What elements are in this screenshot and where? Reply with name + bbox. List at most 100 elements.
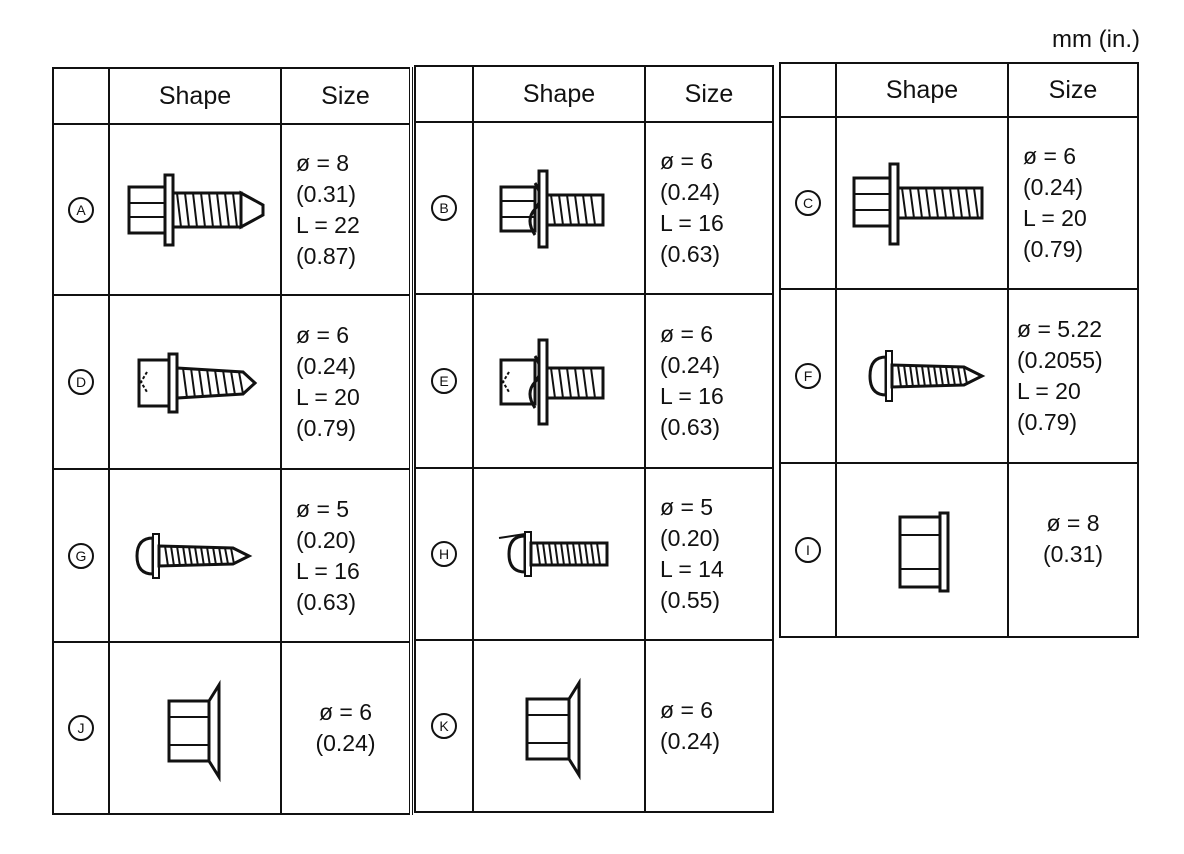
row-letter: D	[52, 294, 110, 470]
size-line: (0.55)	[660, 587, 721, 613]
size-line: L = 20	[296, 384, 360, 410]
header-blank	[414, 65, 474, 123]
size-cell: ø = 5 (0.20) L = 14 (0.55)	[644, 467, 774, 641]
header-size: Size	[280, 67, 412, 125]
size-line: L = 14	[660, 556, 724, 582]
size-cell: ø = 8 (0.31)	[1007, 462, 1139, 638]
size-line: L = 20	[1023, 205, 1087, 231]
hex-bolt-spring-washer-icon	[499, 338, 605, 426]
row-letter: F	[779, 288, 837, 464]
fastener-table-3: Shape Size C ø = 6 (0.24) L = 20 (0.79) …	[779, 62, 1139, 638]
shape-cell	[472, 293, 646, 469]
letter-badge: I	[795, 537, 821, 563]
size-line: ø = 6	[1023, 143, 1077, 169]
size-line: ø = 8	[1046, 510, 1100, 536]
row-letter: H	[414, 467, 474, 641]
hex-nut-icon	[898, 511, 950, 593]
header-blank	[779, 62, 837, 118]
header-shape: Shape	[108, 67, 282, 125]
size-line: (0.79)	[1017, 409, 1078, 435]
size-cell: ø = 6 (0.24) L = 16 (0.63)	[644, 293, 774, 469]
size-line: (0.63)	[660, 241, 721, 267]
row-letter: C	[779, 116, 837, 290]
size-line: (0.79)	[1023, 236, 1084, 262]
row-letter: K	[414, 639, 474, 813]
size-cell: ø = 6 (0.24) L = 20 (0.79)	[1007, 116, 1139, 290]
size-line: (0.63)	[296, 588, 357, 615]
size-line: (0.24)	[660, 179, 721, 205]
row-letter: A	[52, 123, 110, 296]
row-letter: B	[414, 121, 474, 295]
size-line: L = 16	[660, 383, 724, 409]
header-blank	[52, 67, 110, 125]
size-line: (0.24)	[660, 728, 721, 754]
size-line: (0.63)	[660, 414, 721, 440]
fastener-table-2: Shape Size B ø = 6 (0.24) L = 16 (0.63) …	[414, 65, 774, 813]
size-line: ø = 5	[660, 494, 714, 520]
shape-cell	[108, 468, 282, 643]
shape-cell	[108, 641, 282, 815]
letter-badge: H	[431, 541, 457, 567]
size-cell: ø = 5 (0.20) L = 16 (0.63)	[280, 468, 412, 643]
size-cell: ø = 5.22 (0.2055) L = 20 (0.79)	[1007, 288, 1139, 464]
shape-cell	[472, 639, 646, 813]
letter-badge: E	[431, 368, 457, 394]
shape-cell	[472, 121, 646, 295]
row-letter: G	[52, 468, 110, 643]
letter-badge: F	[795, 363, 821, 389]
letter-badge: D	[68, 369, 94, 395]
size-line: L = 16	[660, 210, 724, 236]
letter-badge: G	[68, 542, 94, 569]
size-line: (0.24)	[1023, 174, 1084, 200]
letter-badge: J	[68, 715, 94, 741]
row-letter: J	[52, 641, 110, 815]
header-shape: Shape	[835, 62, 1009, 118]
size-line: ø = 6	[660, 697, 714, 723]
hex-bolt-spring-washer-icon	[499, 169, 605, 249]
size-line: (0.31)	[296, 180, 357, 207]
size-line: (0.87)	[296, 242, 357, 269]
size-line: ø = 6	[318, 699, 373, 725]
size-line: (0.24)	[315, 730, 376, 756]
size-line: ø = 6	[296, 322, 350, 348]
size-line: (0.79)	[296, 415, 357, 441]
flange-nut-icon	[167, 679, 221, 783]
size-line: ø = 5	[296, 495, 350, 522]
pan-head-machine-screw-icon	[498, 531, 609, 577]
shape-cell	[108, 294, 282, 470]
tapping-screw-washer-icon	[137, 352, 258, 414]
size-cell: ø = 6 (0.24)	[280, 641, 412, 815]
header-shape: Shape	[472, 65, 646, 123]
size-line: L = 20	[1017, 378, 1081, 404]
size-line: ø = 6	[660, 148, 714, 174]
size-line: ø = 5.22	[1017, 316, 1103, 342]
pan-head-tapping-screw-icon	[868, 350, 986, 402]
shape-cell	[108, 123, 282, 296]
size-line: ø = 8	[296, 149, 350, 176]
size-line: (0.24)	[296, 353, 357, 379]
row-letter: E	[414, 293, 474, 469]
letter-badge: K	[431, 713, 457, 739]
size-cell: ø = 6 (0.24) L = 16 (0.63)	[644, 121, 774, 295]
size-line: (0.2055)	[1017, 347, 1103, 373]
letter-badge: A	[68, 196, 94, 223]
unit-label: mm (in.)	[1052, 26, 1140, 53]
size-line: (0.31)	[1042, 541, 1104, 567]
size-line: (0.20)	[660, 525, 721, 551]
size-cell: ø = 6 (0.24) L = 20 (0.79)	[280, 294, 412, 470]
size-line: L = 16	[296, 557, 360, 584]
size-cell: ø = 8 (0.31) L = 22 (0.87)	[280, 123, 412, 296]
fastener-table-1: Shape Size A ø = 8 (0.31) L = 22 (0.87) …	[52, 67, 413, 815]
shape-cell	[835, 462, 1009, 638]
pan-head-tapping-screw-icon	[135, 532, 253, 579]
size-line: (0.20)	[296, 526, 357, 553]
shape-cell	[835, 288, 1009, 464]
size-line: ø = 6	[660, 321, 714, 347]
hex-flange-bolt-icon	[852, 162, 984, 246]
flange-nut-icon	[525, 677, 581, 781]
shape-cell	[835, 116, 1009, 290]
header-size: Size	[1007, 62, 1139, 118]
row-letter: I	[779, 462, 837, 638]
letter-badge: C	[795, 190, 821, 216]
size-cell: ø = 6 (0.24)	[644, 639, 774, 813]
